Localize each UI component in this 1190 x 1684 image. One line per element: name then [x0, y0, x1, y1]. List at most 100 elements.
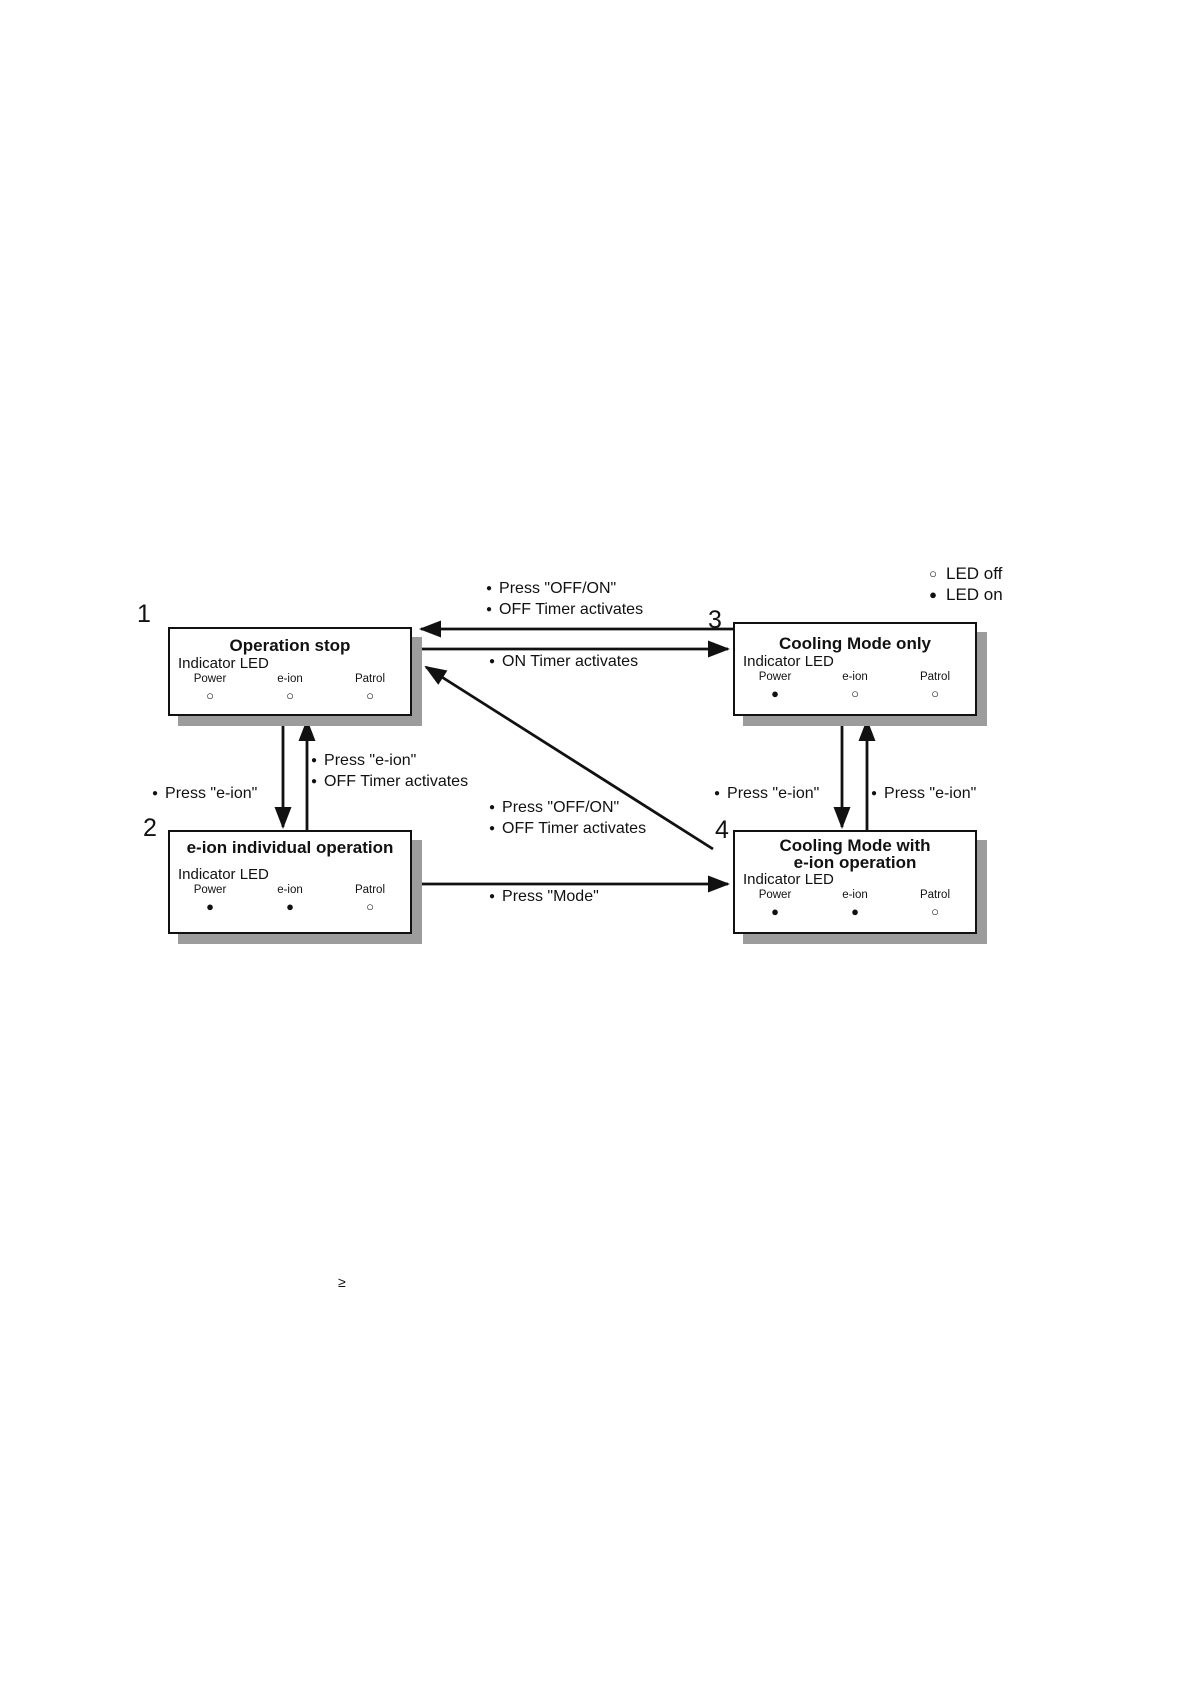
led-name: Patrol	[919, 889, 951, 901]
transition-label: Press "e-ion"	[324, 751, 417, 769]
state-box-operation-stop: Operation stop Indicator LED Power ○ e-i…	[168, 627, 412, 716]
state-number-1: 1	[137, 600, 151, 628]
legend-led-off-label: LED off	[946, 563, 1003, 583]
state-title-line2: e-ion operation	[793, 853, 917, 872]
led-power: Power ●	[735, 671, 815, 701]
bullet-icon: ●	[311, 775, 318, 787]
bullet-icon: ●	[871, 787, 878, 799]
led-power: Power ○	[170, 673, 250, 703]
led-name: Power	[193, 884, 227, 896]
led-row: Power ● e-ion ● Patrol ○	[170, 884, 410, 914]
stray-scan-mark: ≥	[338, 1274, 346, 1290]
led-e-ion: e-ion ○	[250, 673, 330, 703]
led-power: Power ●	[735, 889, 815, 919]
led-on-icon: ●	[929, 587, 937, 602]
led-patrol: Patrol ○	[330, 884, 410, 914]
led-off-icon: ○	[851, 686, 859, 701]
led-off-icon: ○	[929, 566, 937, 581]
transition-label-row: ● Press "e-ion"	[152, 783, 257, 804]
transition-label: Press "e-ion"	[165, 784, 258, 802]
led-off-icon: ○	[366, 899, 374, 914]
transition-label-row: ● Press "e-ion"	[871, 783, 976, 804]
led-name: e-ion	[842, 889, 868, 901]
label-state1-to-state3: ● ON Timer activates	[489, 651, 638, 672]
transition-label-row: ● Press "e-ion"	[714, 783, 819, 804]
bullet-icon: ●	[714, 787, 721, 799]
led-e-ion: e-ion ●	[815, 889, 895, 919]
led-name: e-ion	[842, 671, 868, 683]
transition-label: Press "e-ion"	[884, 784, 977, 802]
led-off-icon: ○	[931, 904, 939, 919]
led-on-icon: ●	[771, 904, 779, 919]
led-patrol: Patrol ○	[895, 889, 975, 919]
led-off-icon: ○	[366, 688, 374, 703]
led-row: Power ● e-ion ○ Patrol ○	[735, 671, 975, 701]
led-on-icon: ●	[286, 899, 294, 914]
led-on-icon: ●	[771, 686, 779, 701]
led-off-icon: ○	[286, 688, 294, 703]
led-name: e-ion	[277, 673, 303, 685]
transition-label-row: ● OFF Timer activates	[486, 599, 643, 620]
legend-led-on-label: LED on	[946, 584, 1003, 604]
state-box-e-ion-individual-operation: e-ion individual operation Indicator LED…	[168, 830, 412, 934]
led-name: Patrol	[354, 884, 386, 896]
transition-label-row: ● OFF Timer activates	[311, 771, 468, 792]
transition-label-row: ● ON Timer activates	[489, 651, 638, 672]
bullet-icon: ●	[489, 801, 496, 813]
state-number-3: 3	[708, 606, 722, 634]
state-title: Cooling Mode only	[778, 634, 932, 653]
state-number-2: 2	[143, 814, 157, 842]
led-row: Power ● e-ion ● Patrol ○	[735, 889, 975, 919]
led-patrol: Patrol ○	[895, 671, 975, 701]
led-off-icon: ○	[206, 688, 214, 703]
label-state2-to-state1: ● Press "e-ion" ● OFF Timer activates	[311, 750, 468, 792]
indicator-led-label: Indicator LED	[743, 871, 834, 888]
led-legend: ○ LED off ● LED on	[928, 563, 1003, 605]
bullet-icon: ●	[486, 603, 493, 615]
bullet-icon: ●	[489, 655, 496, 667]
transition-label-row: ● Press "e-ion"	[311, 750, 468, 771]
led-name: Power	[193, 673, 227, 685]
transition-label: Press "OFF/ON"	[499, 579, 617, 597]
led-name: e-ion	[277, 884, 303, 896]
led-name: Power	[758, 889, 792, 901]
led-e-ion: e-ion ○	[815, 671, 895, 701]
indicator-led-label: Indicator LED	[743, 653, 834, 670]
label-state4-to-state1: ● Press "OFF/ON" ● OFF Timer activates	[489, 797, 646, 839]
transition-label: Press "e-ion"	[727, 784, 820, 802]
state-title: e-ion individual operation	[186, 838, 394, 857]
transition-label: OFF Timer activates	[499, 600, 644, 618]
indicator-led-label: Indicator LED	[178, 866, 269, 883]
transition-label-row: ● Press "OFF/ON"	[489, 797, 646, 818]
transition-label-row: ● OFF Timer activates	[489, 818, 646, 839]
led-off-icon: ○	[931, 686, 939, 701]
state-title-line1: Cooling Mode with	[779, 836, 931, 855]
label-state3-to-state4: ● Press "e-ion"	[714, 783, 819, 804]
led-name: Patrol	[354, 673, 386, 685]
led-on-icon: ●	[851, 904, 859, 919]
transition-label-row: ● Press "OFF/ON"	[486, 578, 643, 599]
transition-label: OFF Timer activates	[502, 819, 647, 837]
transition-label: OFF Timer activates	[324, 772, 469, 790]
bullet-icon: ●	[152, 787, 159, 799]
state-title: Operation stop	[229, 636, 351, 655]
transition-label: Press "Mode"	[502, 887, 599, 905]
state-box-cooling-mode-only: Cooling Mode only Indicator LED Power ● …	[733, 622, 977, 716]
led-name: Power	[758, 671, 792, 683]
led-patrol: Patrol ○	[330, 673, 410, 703]
label-state3-to-state1: ● Press "OFF/ON" ● OFF Timer activates	[486, 578, 643, 620]
led-name: Patrol	[919, 671, 951, 683]
arrow-state4-to-state1	[424, 665, 714, 851]
bullet-icon: ●	[311, 754, 318, 766]
bullet-icon: ●	[486, 582, 493, 594]
label-state1-to-state2: ● Press "e-ion"	[152, 783, 257, 804]
led-power: Power ●	[170, 884, 250, 914]
state-box-cooling-mode-with-e-ion: Cooling Mode with e-ion operation Indica…	[733, 830, 977, 934]
led-on-icon: ●	[206, 899, 214, 914]
led-e-ion: e-ion ●	[250, 884, 330, 914]
led-row: Power ○ e-ion ○ Patrol ○	[170, 673, 410, 703]
label-state4-to-state3: ● Press "e-ion"	[871, 783, 976, 804]
bullet-icon: ●	[489, 822, 496, 834]
